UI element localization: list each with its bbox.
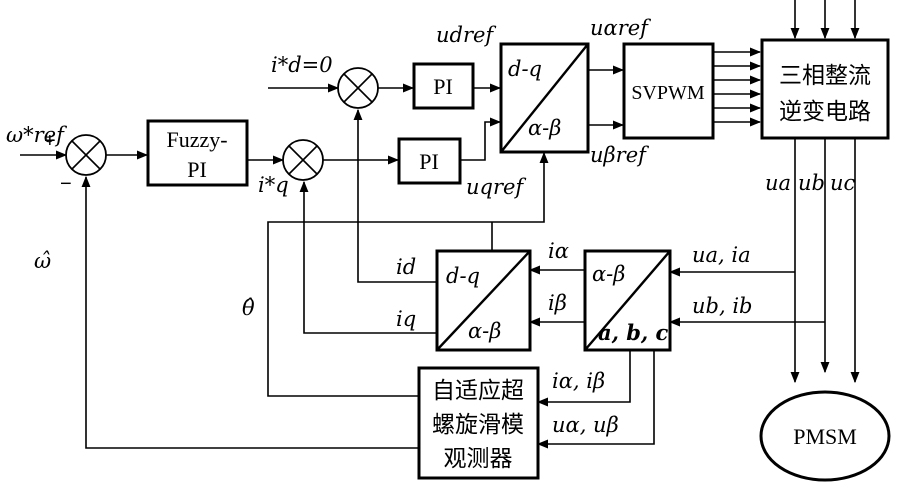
clarke-top-label: α-β (592, 262, 625, 286)
pmsm-motor: PMSM (759, 390, 891, 482)
label-i-d: id (396, 255, 416, 279)
park-bottom-label: α-β (468, 319, 501, 343)
wire-theta (267, 151, 549, 397)
inverse-park-block: d-q α-β (499, 42, 590, 154)
inverse-park-bottom-label: α-β (528, 116, 561, 140)
sum-junction-d (337, 67, 379, 109)
sum-junction-q (282, 139, 324, 181)
label-u-alpha-beta: uα, uβ (552, 413, 619, 437)
sign-plus: + (44, 130, 56, 152)
label-u-dref: udref (436, 23, 496, 47)
wire-power-inputs (790, 0, 860, 40)
label-iq-ref: i*q (258, 173, 289, 197)
pi-q-block: PI (397, 137, 462, 185)
observer-block: 自适应超 螺旋滑模 观测器 (417, 366, 540, 480)
label-omega-ref: ω*ref (6, 123, 67, 147)
label-u-qref: uqref (466, 175, 526, 199)
pi-d-label: PI (433, 74, 453, 99)
wire-pwm-signals (713, 47, 762, 127)
label-i-q: iq (396, 307, 416, 331)
pmsm-label: PMSM (793, 424, 857, 449)
inverter-label-line2: 逆变电路 (779, 99, 871, 125)
label-omega-hat: ω̂ (34, 249, 51, 273)
svpwm-block: SVPWM (622, 42, 715, 140)
observer-label-line3: 观测器 (444, 446, 513, 472)
inverter-label-line1: 三相整流 (779, 63, 871, 89)
label-u-alpha-ref: uαref (590, 16, 651, 40)
observer-label-line2: 螺旋滑模 (432, 412, 524, 438)
sign-minus: − (60, 173, 72, 195)
label-ua: ua (765, 171, 791, 195)
park-top-label: d-q (446, 264, 480, 288)
wire-id-feedback (353, 108, 436, 283)
label-id-ref: i*d=0 (271, 53, 333, 77)
fuzzy-pi-label-line1: Fuzzy- (166, 127, 227, 152)
label-i-beta: iβ (548, 291, 567, 315)
signal-wires (20, 0, 860, 449)
label-ub: ub (798, 171, 825, 195)
label-i-alpha: iα (548, 239, 569, 263)
clarke-bottom-label: a, b, c (598, 320, 669, 345)
wire-ialphabeta-observer (536, 350, 631, 407)
wire-omega-feedback (81, 175, 418, 449)
wire-iq-feedback (299, 180, 436, 334)
fuzzy-pi-label-line2: PI (187, 157, 207, 182)
inverse-park-top-label: d-q (508, 57, 542, 81)
label-i-alpha-beta: iα, iβ (552, 369, 605, 393)
label-u-beta-ref: uβref (590, 143, 649, 167)
svpwm-label: SVPWM (631, 82, 705, 104)
clarke-block: α-β a, b, c (583, 249, 672, 352)
pi-d-block: PI (412, 62, 475, 110)
label-theta-hat: θ̂ (242, 296, 255, 320)
fuzzy-pi-block: Fuzzy- PI (146, 119, 249, 187)
wire-ualphabeta-observer (536, 350, 655, 449)
label-ua-ia: ua, ia (692, 243, 751, 267)
label-ub-ib: ub, ib (692, 294, 752, 318)
wire-piq-invpark (460, 117, 502, 161)
inverter-block: 三相整流 逆变电路 (760, 38, 890, 140)
sum-junction-speed (65, 134, 107, 176)
pi-q-label: PI (419, 149, 439, 174)
label-uc: uc (830, 171, 856, 195)
park-block: d-q α-β (435, 249, 532, 352)
observer-label-line1: 自适应超 (432, 378, 524, 404)
